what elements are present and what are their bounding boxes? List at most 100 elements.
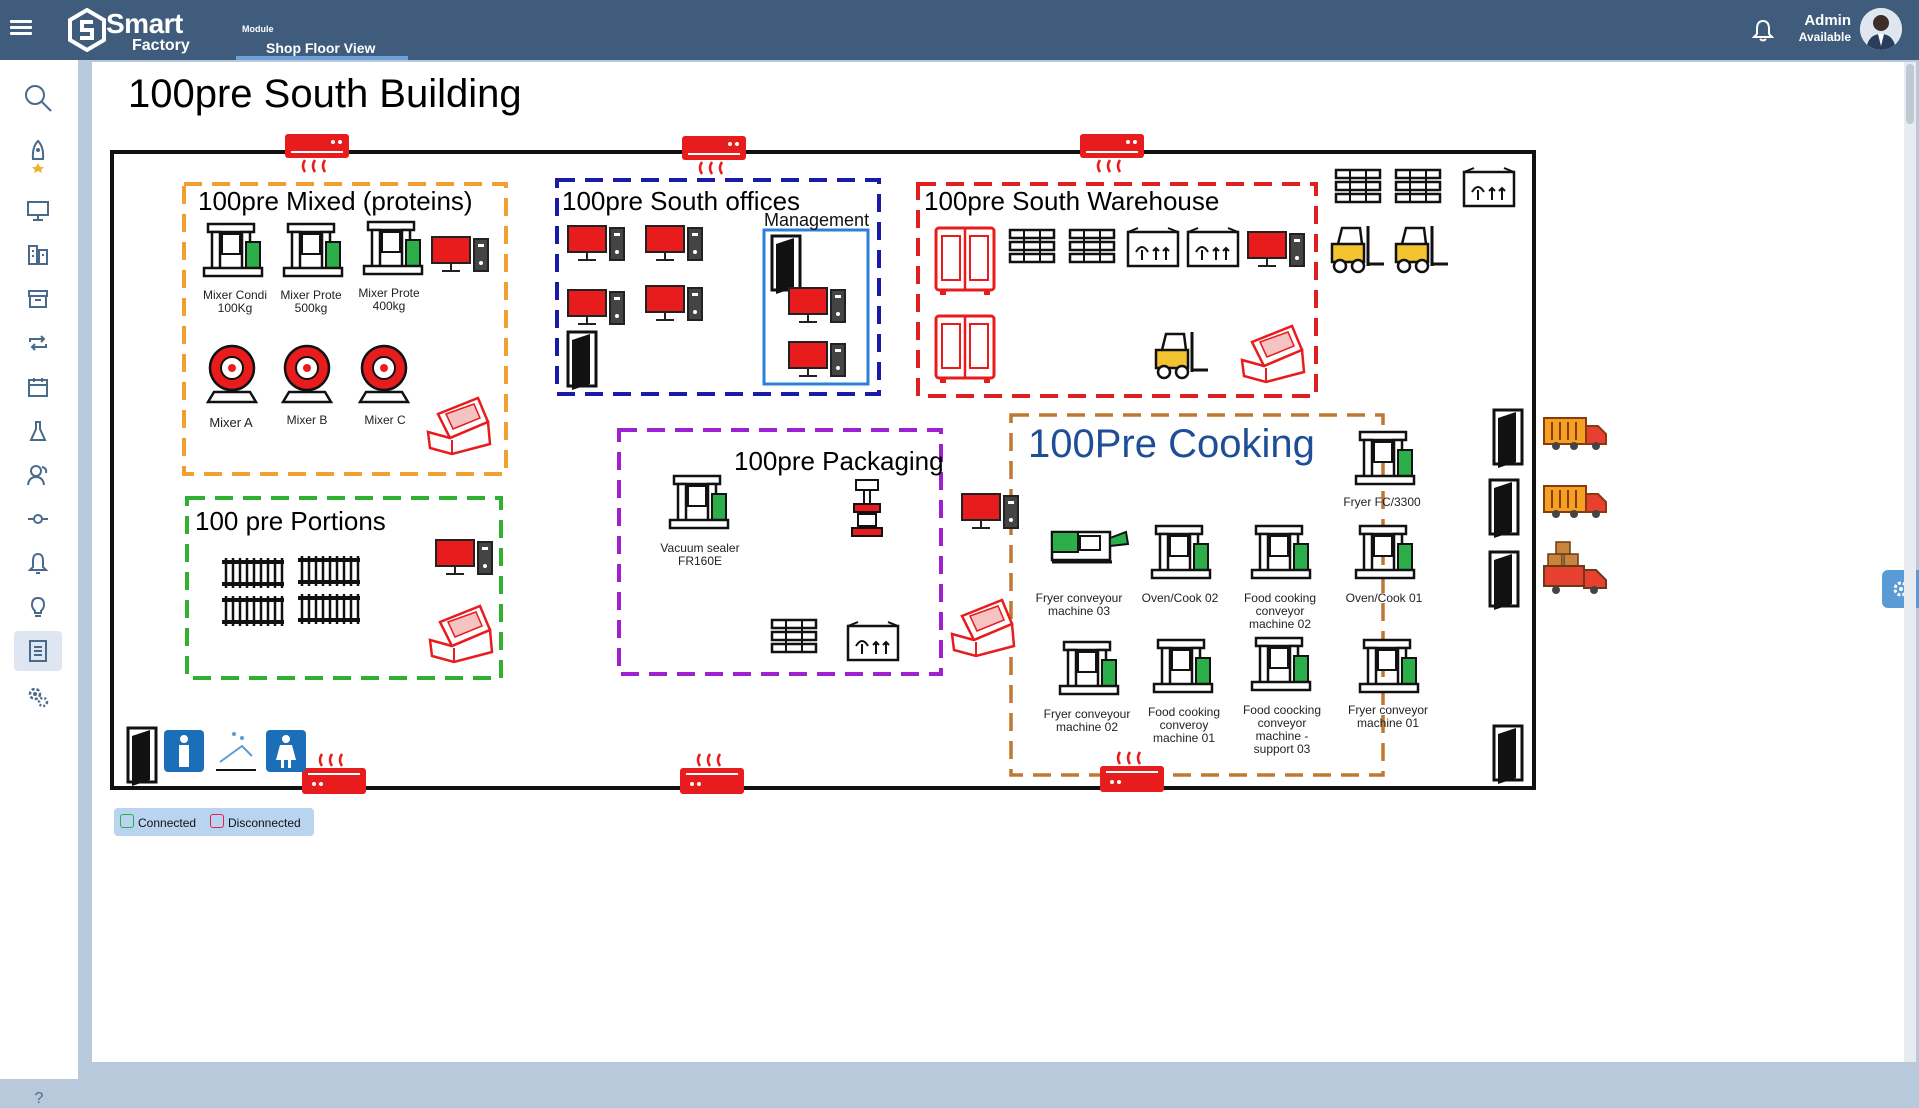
building-icon[interactable] xyxy=(14,235,62,275)
ac-unit-icon[interactable] xyxy=(1078,132,1146,174)
mixer-c-icon[interactable] xyxy=(358,344,410,404)
module-title[interactable]: Shop Floor View xyxy=(266,40,376,56)
loaded-truck-icon[interactable] xyxy=(1543,541,1607,594)
zone-portions[interactable] xyxy=(185,496,503,680)
mixer-b-icon[interactable] xyxy=(281,344,333,404)
repeat-icon[interactable] xyxy=(14,323,62,363)
zone-packaging[interactable] xyxy=(617,428,943,676)
box-icon[interactable] xyxy=(1462,166,1516,208)
forklift-icon[interactable] xyxy=(1154,330,1210,380)
mens-restroom-icon[interactable] xyxy=(164,730,204,772)
box-icon[interactable] xyxy=(846,620,900,662)
mixer-c-label: Mixer C xyxy=(364,413,406,427)
oven-cook-01-machine-icon[interactable] xyxy=(1354,524,1416,580)
scrollbar-thumb[interactable] xyxy=(1906,64,1914,124)
fridge-icon[interactable] xyxy=(934,226,996,297)
menu-icon[interactable] xyxy=(10,17,32,39)
computer-icon[interactable] xyxy=(435,539,493,575)
zone-offices[interactable] xyxy=(555,178,881,396)
notification-bell-icon[interactable] xyxy=(1752,18,1774,42)
heater-icon[interactable] xyxy=(678,752,746,796)
vertical-scrollbar[interactable] xyxy=(1904,62,1916,1062)
kiosk-terminal-icon[interactable] xyxy=(428,604,494,664)
kiosk-terminal-icon[interactable] xyxy=(950,598,1016,658)
mixer-prote-400-machine-icon[interactable] xyxy=(362,220,424,276)
delivery-truck-icon[interactable] xyxy=(1543,417,1607,451)
food-cooking-conveyor-01-machine-icon[interactable] xyxy=(1152,638,1214,694)
box-icon[interactable] xyxy=(1126,226,1180,268)
door-icon[interactable] xyxy=(1488,478,1520,540)
lightbulb-icon[interactable] xyxy=(14,587,62,627)
pallet-icon[interactable] xyxy=(1394,168,1442,204)
mixer-a-icon[interactable] xyxy=(206,344,258,404)
computer-icon[interactable] xyxy=(788,287,846,323)
help-link[interactable]: ? xyxy=(34,1090,44,1107)
oven-cook-02-machine-icon[interactable] xyxy=(1150,524,1212,580)
fryer-conveyor-01-machine-icon[interactable] xyxy=(1358,638,1420,694)
food-cooking-conveyor-02-machine-icon[interactable] xyxy=(1250,524,1312,580)
box-icon[interactable] xyxy=(1186,226,1240,268)
pallet-icon[interactable] xyxy=(1068,228,1116,264)
monitor-icon[interactable] xyxy=(14,191,62,231)
kiosk-terminal-icon[interactable] xyxy=(1240,324,1306,384)
report-icon[interactable] xyxy=(14,631,62,671)
avatar[interactable] xyxy=(1860,8,1902,50)
gears-icon[interactable] xyxy=(14,677,62,717)
flask-icon[interactable] xyxy=(14,411,62,451)
computer-icon[interactable] xyxy=(645,225,703,261)
rack-icon[interactable] xyxy=(296,554,362,588)
computer-icon[interactable] xyxy=(431,236,489,272)
delivery-truck-icon[interactable] xyxy=(1543,485,1607,519)
archive-icon[interactable] xyxy=(14,279,62,319)
ac-unit-icon[interactable] xyxy=(680,134,748,176)
rack-icon[interactable] xyxy=(220,556,286,590)
pallet-icon[interactable] xyxy=(1008,228,1056,264)
heater-icon[interactable] xyxy=(300,752,368,796)
packaging-press-icon[interactable] xyxy=(851,479,883,537)
vacuum-sealer-machine-icon[interactable] xyxy=(668,474,730,530)
kiosk-terminal-icon[interactable] xyxy=(426,396,492,456)
door-icon[interactable] xyxy=(566,330,598,392)
zone-warehouse[interactable] xyxy=(916,182,1318,398)
computer-icon[interactable] xyxy=(567,225,625,261)
forklift-icon[interactable] xyxy=(1394,224,1450,274)
computer-icon[interactable] xyxy=(567,289,625,325)
oven-cook-02-label: Oven/Cook 02 xyxy=(1141,591,1219,605)
womens-restroom-icon[interactable] xyxy=(266,730,306,772)
pallet-icon[interactable] xyxy=(770,618,818,654)
mixer-prote-500-machine-icon[interactable] xyxy=(282,222,344,278)
fryer-conveyor-02-machine-icon[interactable] xyxy=(1058,640,1120,696)
rocket-icon[interactable] xyxy=(14,136,62,176)
ac-unit-icon[interactable] xyxy=(283,132,351,174)
computer-icon[interactable] xyxy=(788,341,846,377)
computer-icon[interactable] xyxy=(961,493,1019,529)
zone-mixed[interactable] xyxy=(182,182,508,476)
mixer-condi-machine-icon[interactable] xyxy=(202,222,264,278)
hand-wash-icon[interactable] xyxy=(216,732,256,771)
bell-icon[interactable] xyxy=(14,543,62,583)
search-icon[interactable] xyxy=(14,78,62,118)
zone-cooking[interactable] xyxy=(1009,413,1385,777)
door-icon[interactable] xyxy=(1488,550,1520,612)
door-icon[interactable] xyxy=(1492,408,1524,470)
users-icon[interactable] xyxy=(14,455,62,495)
door-icon[interactable] xyxy=(1492,724,1524,786)
computer-icon[interactable] xyxy=(1247,231,1305,267)
fryer-conveyor-03-machine-icon[interactable] xyxy=(1050,530,1130,564)
calendar-icon[interactable] xyxy=(14,367,62,407)
management-room[interactable] xyxy=(762,228,870,386)
door-icon[interactable] xyxy=(126,726,158,788)
fryer-fc-machine-icon[interactable] xyxy=(1354,430,1416,486)
food-cooking-conveyor-support-03-machine-icon[interactable] xyxy=(1250,636,1312,692)
pipeline-icon[interactable] xyxy=(14,499,62,539)
fridge-icon[interactable] xyxy=(934,314,996,385)
rack-icon[interactable] xyxy=(296,592,362,626)
heater-icon[interactable] xyxy=(1098,750,1166,794)
user-name[interactable]: Admin xyxy=(1804,12,1851,29)
rack-icon[interactable] xyxy=(220,594,286,628)
door-icon[interactable] xyxy=(770,234,802,296)
pallet-icon[interactable] xyxy=(1334,168,1382,204)
forklift-icon[interactable] xyxy=(1330,224,1386,274)
computer-icon[interactable] xyxy=(645,285,703,321)
